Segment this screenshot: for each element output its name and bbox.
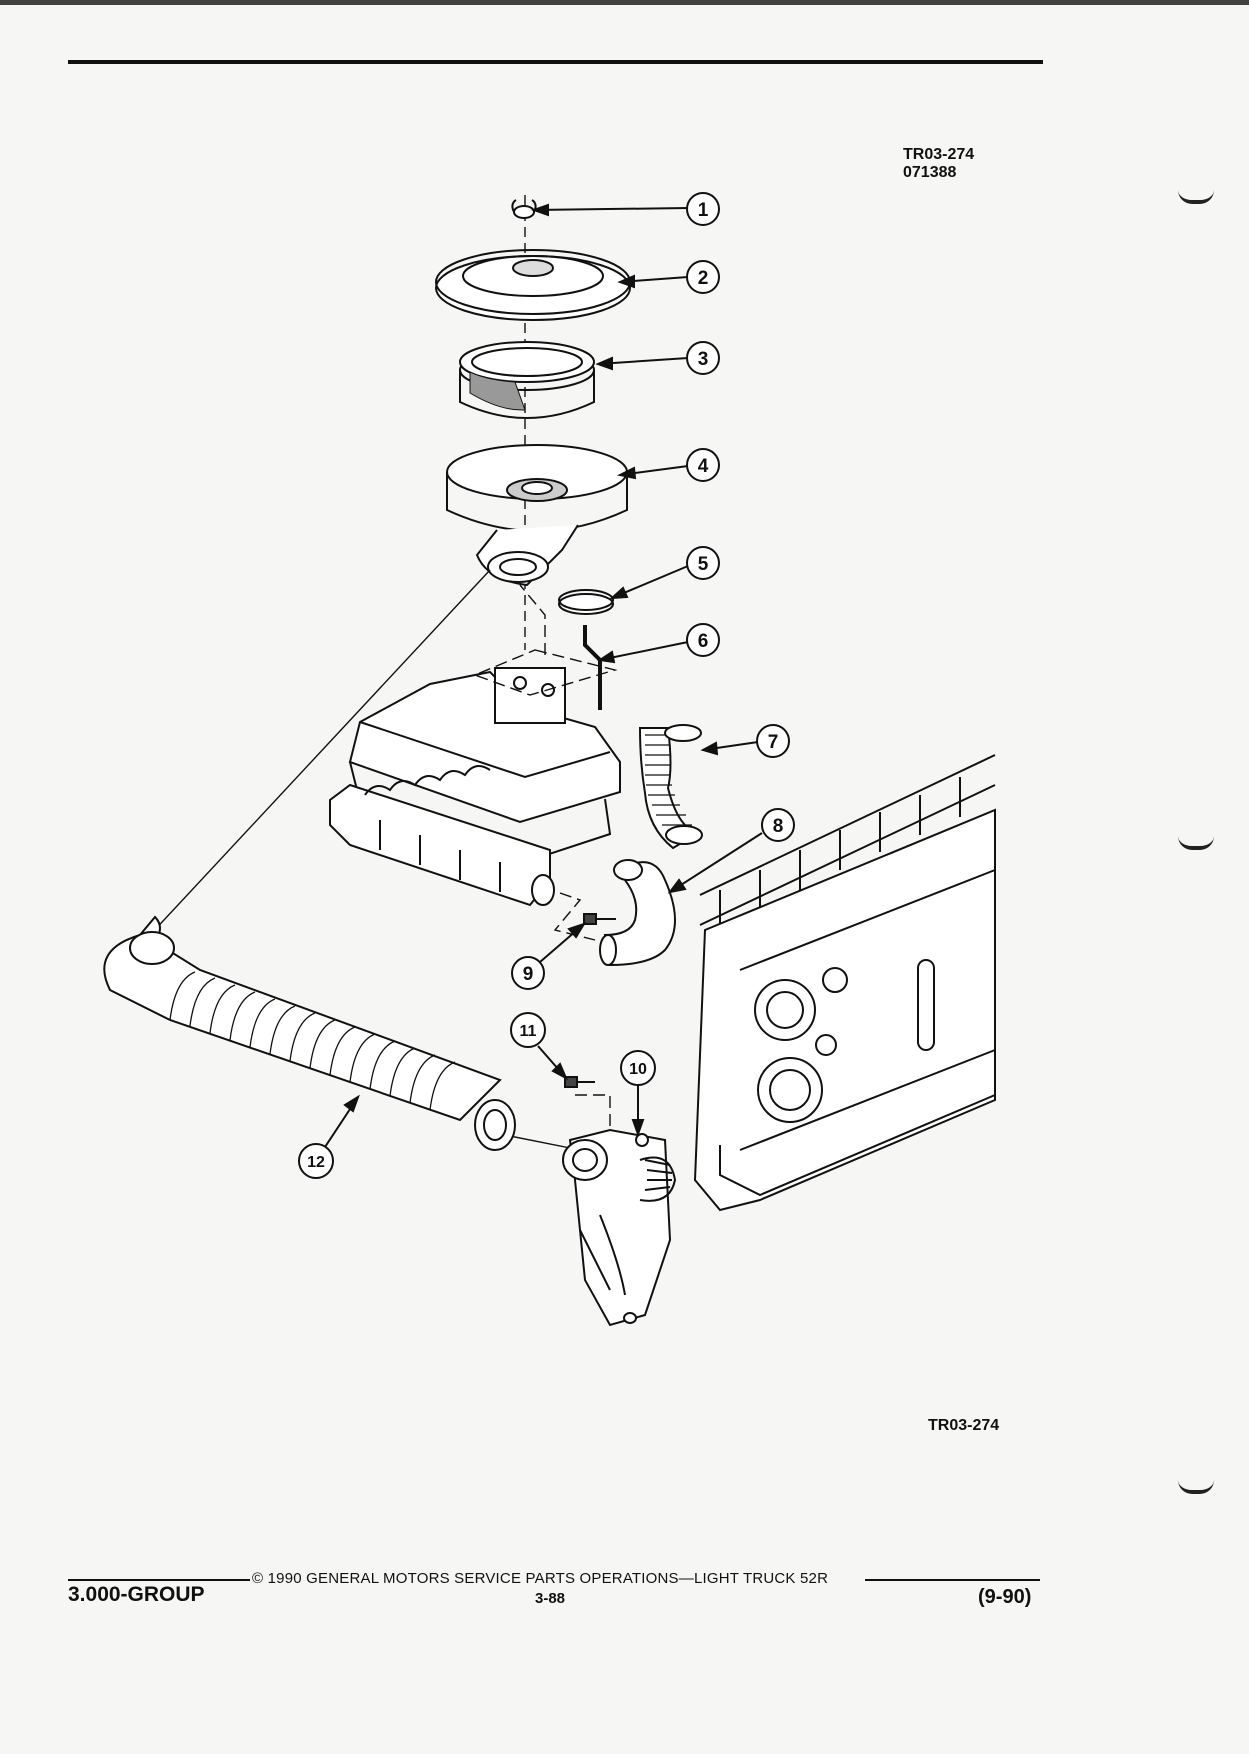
callout-group: 1 2 3 4 5 6 7 [298,192,795,1179]
leader-line [519,584,546,655]
intake-duct-part [103,915,516,1151]
elbow-hose-part [599,859,676,967]
engine-assembly [329,667,621,907]
footer-group: 3.000-GROUP [68,1583,205,1606]
air-cleaner-housing-part [446,444,628,587]
footer-copyright: © 1990 GENERAL MOTORS SERVICE PARTS OPER… [252,1570,829,1587]
callout-6: 6 [597,623,720,664]
callout-3: 3 [595,341,720,375]
svg-text:4: 4 [698,456,709,477]
svg-text:1: 1 [698,200,709,221]
callout-8: 8 [667,808,795,894]
svg-text:5: 5 [698,554,709,575]
svg-text:2: 2 [698,268,709,289]
seal-ring-part [558,589,614,615]
binder-hole-mark [1178,190,1214,204]
resonator-part [562,1128,677,1327]
svg-text:3: 3 [698,349,709,370]
leader-line [473,649,618,696]
footer-date: (9-90) [978,1586,1032,1608]
binder-hole-mark [1178,836,1214,850]
svg-text:12: 12 [307,1154,325,1171]
svg-text:6: 6 [698,631,709,652]
bolt-11-part [564,1076,595,1088]
filter-element-part [459,341,595,419]
callout-9: 9 [511,922,587,990]
radiator-support-panel [693,754,996,1212]
air-cleaner-lid-part [435,249,631,321]
binder-hole-mark [1178,1480,1214,1494]
svg-text:7: 7 [768,732,779,753]
callout-4: 4 [616,448,720,482]
svg-text:9: 9 [523,964,534,985]
footer-rule-right [865,1579,1040,1581]
callout-1: 1 [531,192,720,226]
svg-text:11: 11 [520,1023,537,1040]
ref-code: TR03-274 [903,146,975,163]
bolt-9-part [583,913,616,925]
wing-nut-part [511,199,537,219]
vacuum-tube-part [583,625,602,710]
scan-edge [0,0,1249,5]
callout-7: 7 [700,724,790,758]
callout-5: 5 [609,546,720,600]
footer-rule-left [68,1579,250,1581]
callout-2: 2 [617,260,720,294]
callout-11: 11 [510,1012,569,1081]
svg-text:10: 10 [629,1061,647,1078]
top-rule [68,60,1043,64]
ref-code-bottom: TR03-274 [928,1417,1000,1434]
svg-text:8: 8 [773,816,784,837]
corrugated-hose-part [638,724,703,850]
ref-number: 071388 [903,164,957,181]
callout-10: 10 [620,1050,656,1137]
illustration-reference: TR03-274 071388 [903,146,974,182]
callout-12: 12 [298,1094,360,1179]
footer-page-number: 3-88 [535,1590,566,1607]
leader-line [149,569,491,936]
